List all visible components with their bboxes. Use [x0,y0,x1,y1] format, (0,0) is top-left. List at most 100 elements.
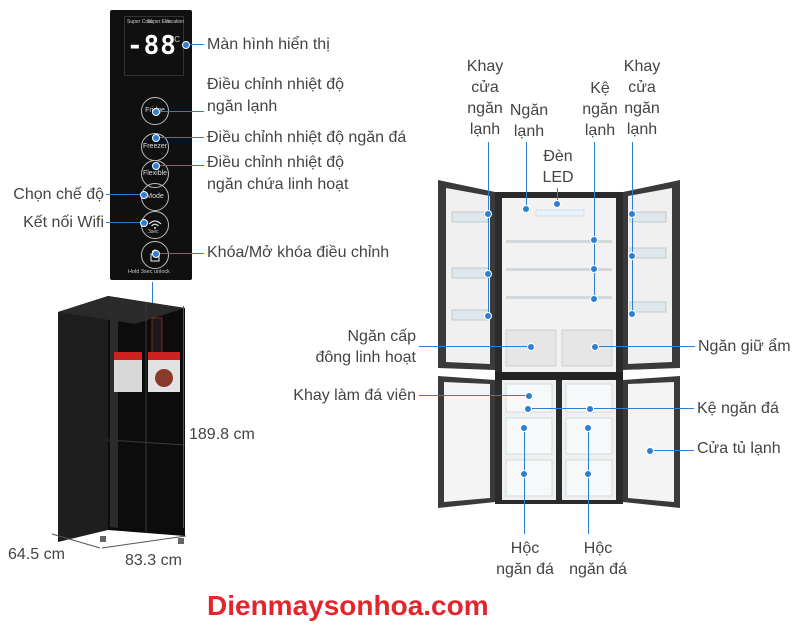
lock-leader-line [156,253,204,254]
super-cool-indicator: Super Cool [127,19,153,25]
freezer-drawer-right-line1: Hộc [583,540,613,557]
hold-unlock-text: Hold 3sec unlock [128,269,170,275]
wifi-label: Kết nối Wifi [23,214,104,231]
door-tray-right-dot-2 [628,252,636,260]
door-tray-left-line2: cửa [471,79,499,96]
fridge-compartment-line [526,142,527,208]
flex-freezer-dot [527,343,535,351]
freezer-drawer-left-line [524,426,525,534]
wifi-leader-line [106,222,144,223]
led-dot [553,200,561,208]
door-tray-right-label: Khay cửa ngăn lạnh [612,56,672,140]
freezer-drawer-right-dot-1 [584,424,592,432]
fridge-shelf-line [594,142,595,300]
wifi-leader-dot [140,219,148,227]
door-tray-left-line [488,142,489,318]
led-line [557,188,558,202]
door-tray-left-line3: ngăn [467,100,503,117]
door-tray-right-line1: Khay [623,58,661,75]
flex-freezer-line2: đông linh hoạt [315,349,416,366]
width-label: 83.3 cm [125,552,182,569]
door-tray-right-line2: cửa [628,79,656,96]
temperature-digits: -88 [127,31,177,61]
mode-leader-dot [140,191,148,199]
fridge-compartment-label: Ngăn lạnh [500,100,558,142]
door-tray-left-line4: lạnh [469,121,501,138]
freezer-drawer-right-label: Hộc ngăn đá [560,538,636,580]
brand-watermark[interactable]: Dienmaysonhoa.com [207,590,489,621]
door-tray-left-dot-3 [484,312,492,320]
freezer-shelf-dot-1 [524,405,532,413]
freezer-drawer-left-dot-1 [520,424,528,432]
door-tray-left-dot-1 [484,210,492,218]
door-tray-right-dot-3 [628,310,636,318]
humidity-drawer-dot [591,343,599,351]
ice-tray-line [419,395,529,396]
fridge-door-label: Cửa tủ lạnh [697,440,781,457]
wifi-icon [148,220,162,229]
freezer-drawer-left-line2: ngăn đá [496,561,554,578]
fridge-compartment-line1: Ngăn [509,102,549,119]
flex-freezer-line [419,346,531,347]
freezer-shelf-label: Kệ ngăn đá [697,400,779,417]
flexible-label-line1: Điều chỉnh nhiệt độ [207,154,344,171]
lock-label: Khóa/Mở khóa điều chỉnh [207,244,390,261]
depth-label: 64.5 cm [8,546,65,563]
height-label: 189.8 cm [189,426,255,443]
fridge-label-line1: Điều chỉnh nhiệt độ [207,76,344,93]
led-line2: LED [542,169,574,186]
super-eco-indicator: Super Eco [147,19,171,25]
fridge-shelf-line3: lạnh [584,122,616,139]
display-screen: Super Cool Super Eco Vacation -88 °C [124,16,184,76]
freezer-leader-line [156,137,204,138]
flexible-label-line2: ngăn chứa linh hoạt [207,176,349,193]
wifi-3sec-text: 3sec [148,229,159,235]
door-tray-left-dot-2 [484,270,492,278]
flexible-leader-line [156,165,204,166]
freezer-drawer-left-dot-2 [520,470,528,478]
closed-fridge-illustration [58,296,186,544]
fridge-door-dot [646,447,654,455]
door-tray-left-line1: Khay [466,58,504,75]
freezer-drawer-left-line1: Hộc [510,540,540,557]
door-tray-right-dot-1 [628,210,636,218]
temperature-unit: °C [171,35,180,44]
fridge-leader-line [156,111,204,112]
mode-label: Chọn chế độ [13,186,104,203]
open-fridge-illustration [438,180,680,508]
freezer-drawer-right-line [588,426,589,534]
door-tray-right-line [632,142,633,316]
freezer-shelf-dot-2 [586,405,594,413]
mode-leader-line [106,194,144,195]
door-tray-left-label: Khay cửa ngăn lạnh [455,56,515,140]
fridge-door-line [650,450,694,451]
fridge-leader-dot [152,108,160,116]
led-line1: Đèn [543,148,573,165]
flex-freezer-label: Ngăn cấp đông linh hoạt [286,326,416,368]
led-label: Đèn LED [532,146,584,188]
freezer-drawer-right-dot-2 [584,470,592,478]
ice-tray-dot [525,392,533,400]
vacation-indicator: Vacation [165,19,185,25]
control-panel: Super Cool Super Eco Vacation -88 °C Fri… [110,10,192,280]
display-leader-dot [182,41,190,49]
fridge-shelf-label: Kệ ngăn lạnh [572,78,628,141]
freezer-leader-dot [152,134,160,142]
base-dimension-lines [51,533,187,549]
display-leader-line [186,44,204,45]
door-tray-right-line3: ngăn [624,100,660,117]
fridge-shelf-line2: ngăn [582,101,618,118]
door-tray-right-line4: lạnh [626,121,658,138]
display-label: Màn hình hiển thị [207,36,330,53]
humidity-drawer-label: Ngăn giữ ẩm [698,338,791,355]
fridge-shelf-dot-3 [590,295,598,303]
ice-tray-label: Khay làm đá viên [293,387,416,404]
freezer-drawer-left-label: Hộc ngăn đá [488,538,562,580]
flexible-leader-dot [152,162,160,170]
humidity-drawer-line [595,346,695,347]
fridge-compartment-dot [522,205,530,213]
fridge-label-line2: ngăn lạnh [207,98,278,115]
height-dimension-line [183,306,184,528]
fridge-shelf-dot-2 [590,265,598,273]
freezer-drawer-right-line2: ngăn đá [569,561,627,578]
